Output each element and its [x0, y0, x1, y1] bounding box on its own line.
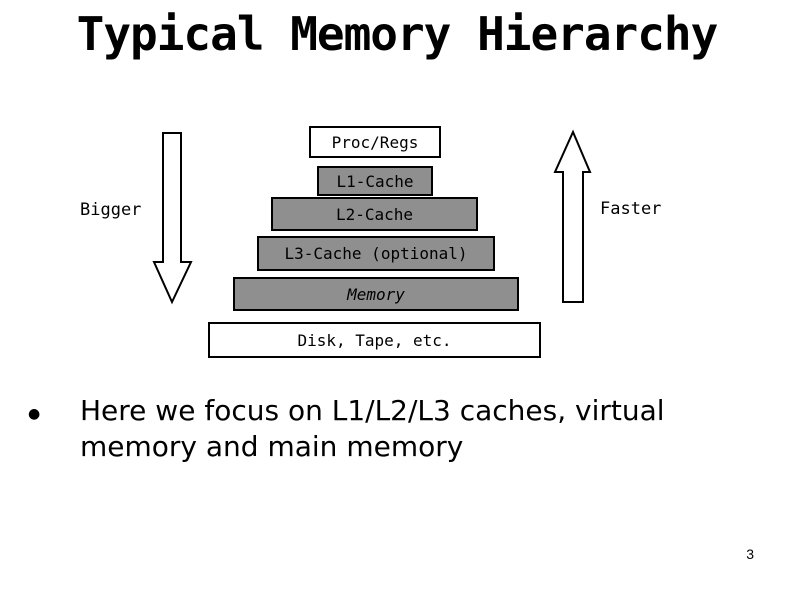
level-label: Proc/Regs	[331, 132, 419, 152]
slide-title: Typical Memory Hierarchy	[76, 7, 719, 61]
bigger-label: Bigger	[80, 200, 142, 220]
bullet-text: Here we focus on L1/L2/L3 caches, virtua…	[80, 394, 665, 463]
level-label: L2-Cache	[335, 204, 414, 224]
level-label: Disk, Tape, etc.	[297, 330, 452, 350]
level-label: L1-Cache	[336, 171, 414, 191]
level-label: L3-Cache (optional)	[284, 244, 468, 263]
arrow-down-icon	[152, 132, 193, 305]
level-proc-regs: Proc/Regs	[309, 126, 441, 158]
level-disk-tape: Disk, Tape, etc.	[208, 322, 541, 358]
faster-label: Faster	[600, 199, 662, 219]
level-l2-cache: L2-Cache	[271, 197, 478, 231]
arrow-up-icon	[553, 129, 592, 303]
page-number: 3	[746, 546, 754, 562]
bullet-dot-icon: ●	[28, 406, 41, 422]
level-l3-cache: L3-Cache (optional)	[257, 236, 495, 271]
level-label: Memory	[347, 284, 405, 304]
level-memory: Memory	[233, 277, 519, 311]
level-l1-cache: L1-Cache	[317, 166, 433, 196]
